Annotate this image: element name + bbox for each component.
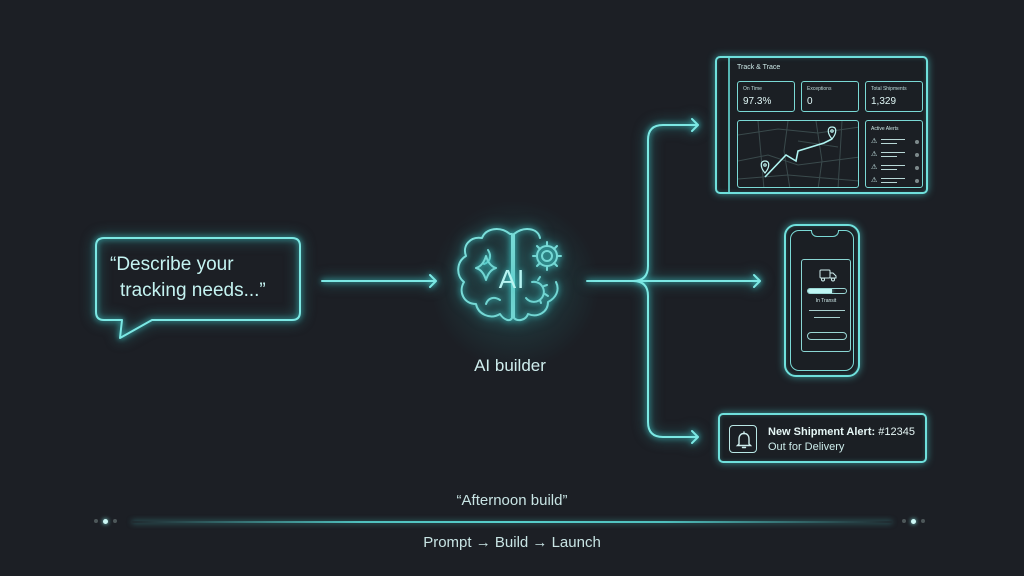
phone-notch: [811, 230, 839, 237]
footer-caption: “Afternoon build”: [456, 492, 568, 509]
active-alerts-panel: Active Alerts ⚠ ⚠ ⚠ ⚠: [865, 120, 923, 188]
kpi-exceptions: Exceptions 0: [801, 81, 859, 112]
transit-progress-bar: [807, 288, 847, 294]
kpi-label: On Time: [743, 86, 762, 92]
kpi-value: 1,329: [871, 96, 897, 107]
notification-title: New Shipment Alert: #12345: [768, 426, 915, 438]
dashboard-sidebar-rail: [728, 58, 730, 192]
arrow-to-branch: [586, 274, 761, 288]
mobile-app-mockup: In Transit: [784, 224, 860, 377]
branch-bottom: [632, 280, 699, 444]
flow-steps: Prompt → Build → Launch: [423, 534, 601, 551]
alert-row: ⚠: [871, 138, 919, 146]
map-pin-icon: [760, 126, 837, 174]
ai-icon-text: AI: [498, 264, 526, 294]
shipment-id: #12345: [878, 426, 915, 438]
kpi-on-time: On Time 97.3%: [737, 81, 795, 112]
gear-icon: [525, 241, 562, 304]
dashboard-mockup: Track & Trace On Time 97.3% Exceptions 0…: [715, 56, 928, 194]
prompt-bubble-text: “Describe your tracking needs...”: [110, 252, 300, 304]
kpi-value: 0: [807, 96, 813, 107]
truck-icon: [819, 269, 837, 282]
shipment-status-card: In Transit: [801, 259, 851, 352]
ai-glow: [430, 200, 600, 370]
alert-row: ⚠: [871, 177, 919, 185]
shipment-notification: New Shipment Alert: #12345 Out for Deliv…: [718, 413, 927, 463]
arrow-to-ai: [321, 274, 437, 288]
timeline-dots-left: [94, 518, 124, 526]
warning-icon: ⚠: [871, 138, 878, 145]
alert-row: ⚠: [871, 164, 919, 172]
kpi-value: 97.3%: [743, 96, 772, 107]
brain-icon: [457, 228, 559, 322]
kpi-label: Total Shipments: [871, 86, 907, 92]
prompt-line-1: “Describe your: [110, 254, 234, 275]
branch-top: [632, 118, 699, 282]
alerts-title: Active Alerts: [871, 126, 899, 132]
warning-icon: ⚠: [871, 151, 878, 158]
map-icon: [738, 121, 858, 187]
dashboard-title: Track & Trace: [737, 64, 781, 71]
timeline-dots-right: [902, 518, 932, 526]
alert-row: ⚠: [871, 151, 919, 159]
warning-icon: ⚠: [871, 177, 878, 184]
notification-subtitle: Out for Delivery: [768, 441, 845, 453]
kpi-label: Exceptions: [807, 86, 832, 92]
phone-action-button: [807, 332, 847, 340]
transit-status: In Transit: [815, 298, 837, 304]
notification-title-label: New Shipment Alert:: [768, 426, 876, 438]
timeline-bar: [132, 521, 892, 523]
speech-bubble-outline: [95, 237, 301, 339]
prompt-line-2: tracking needs...”: [120, 280, 266, 301]
ai-builder-caption: AI builder: [474, 356, 546, 375]
bell-icon: [729, 425, 757, 453]
route-map: [737, 120, 859, 188]
sparkle-icon: [475, 255, 497, 281]
warning-icon: ⚠: [871, 164, 878, 171]
phone-screen: In Transit: [790, 230, 854, 371]
kpi-total-shipments: Total Shipments 1,329: [865, 81, 923, 112]
